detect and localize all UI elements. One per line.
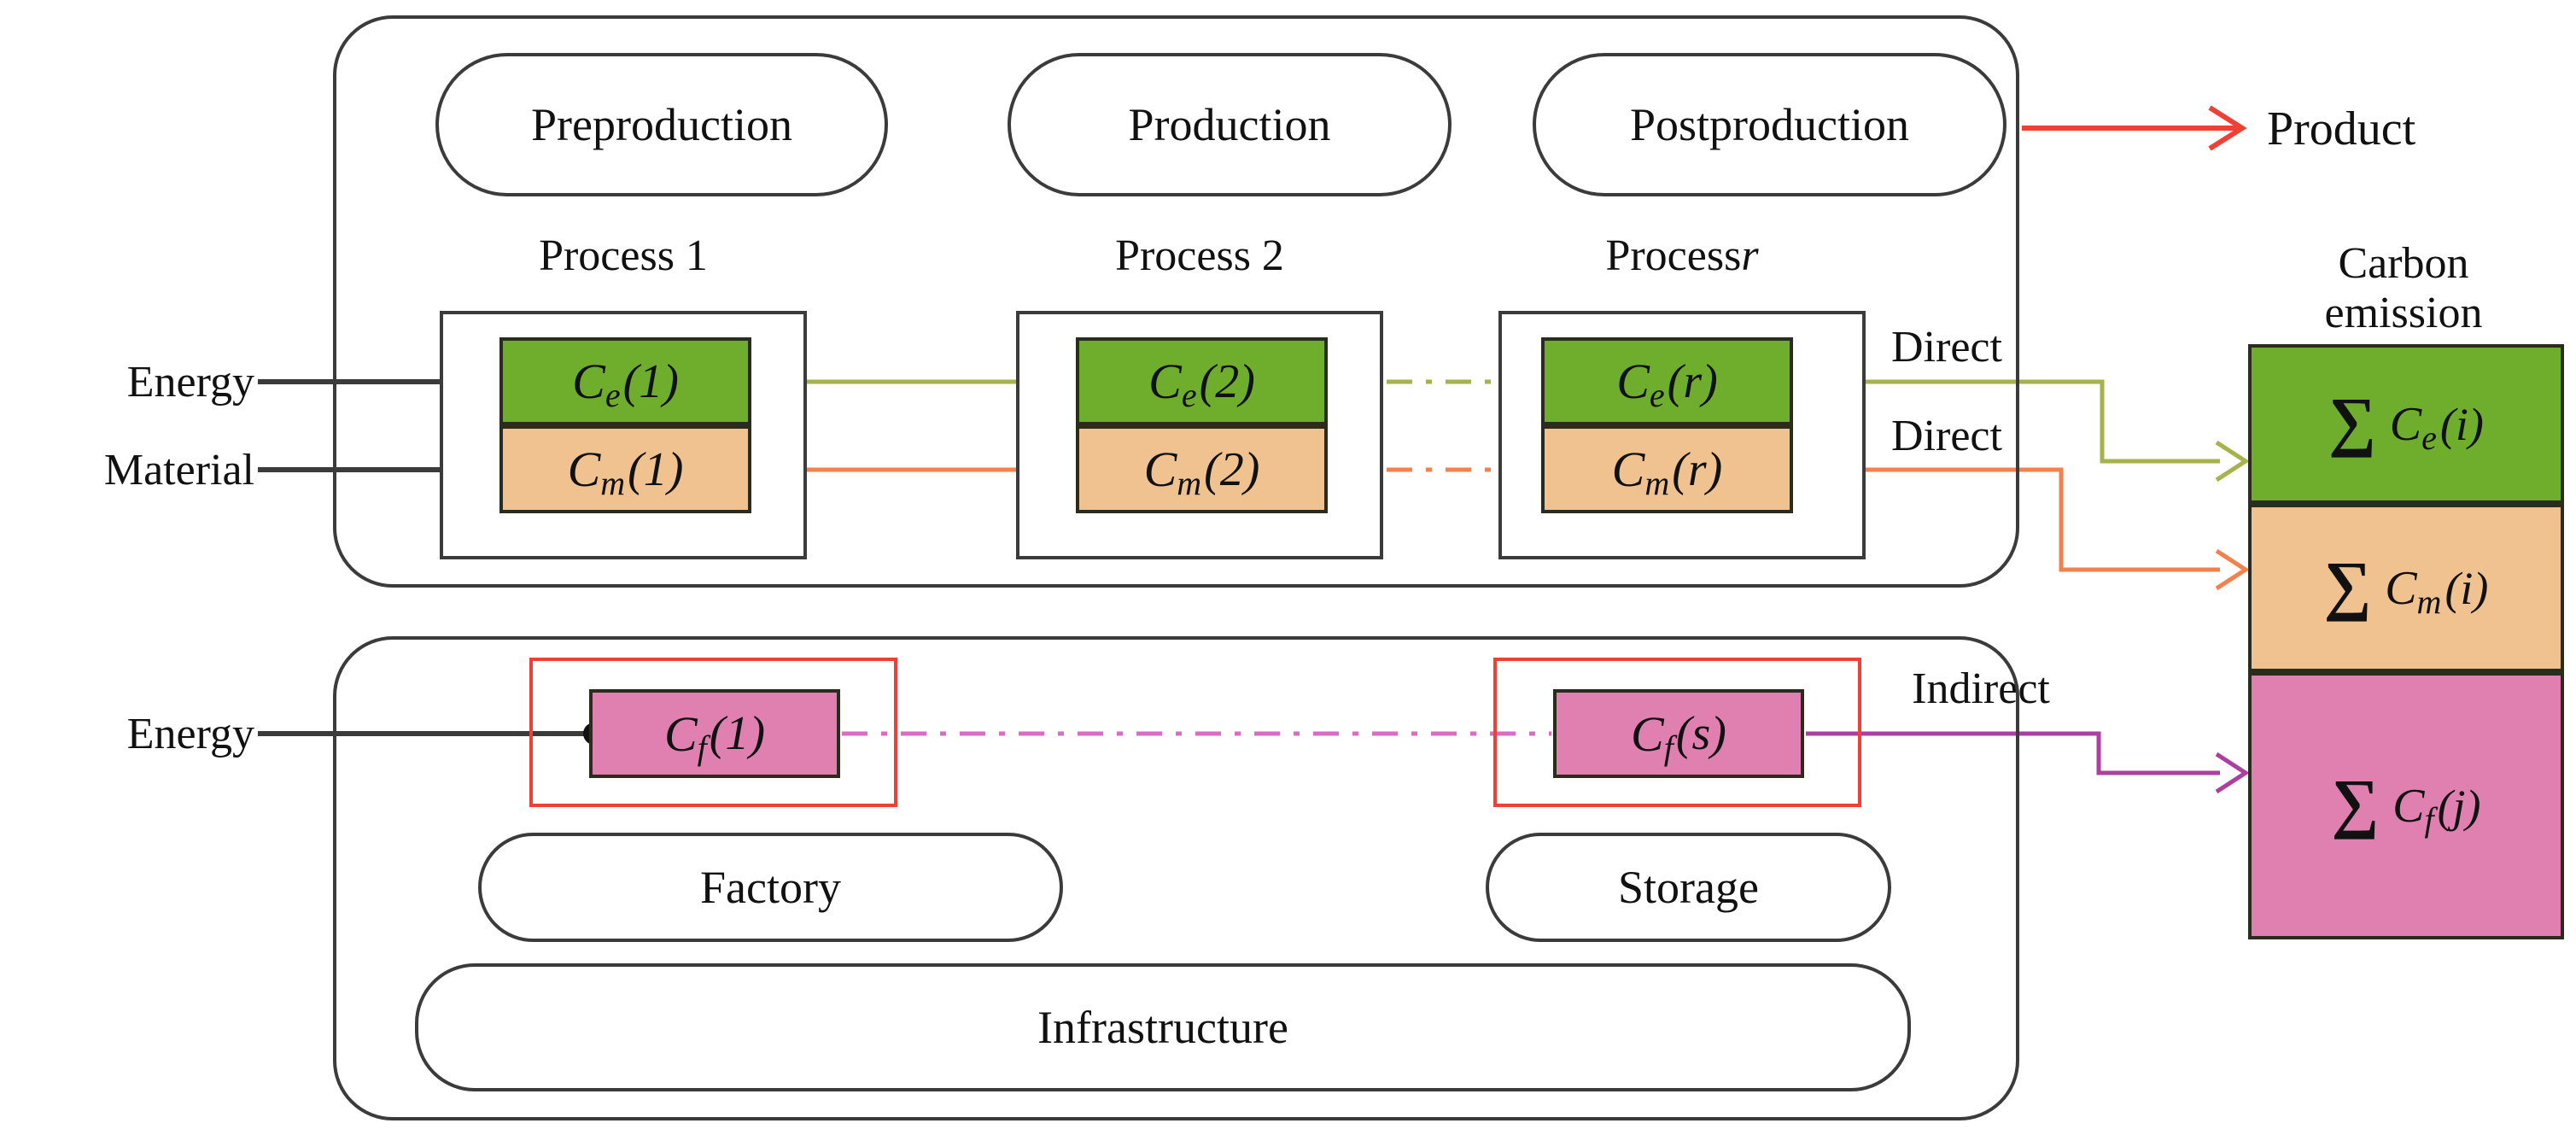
material-flow-arrowhead bbox=[2215, 548, 2250, 591]
stage-pill-production: Production bbox=[1008, 53, 1452, 196]
process-title-text: Process bbox=[1605, 231, 1742, 280]
indirect-flow-line bbox=[1806, 731, 2220, 775]
c-arg: (2) bbox=[1199, 354, 1255, 408]
material-label: Material bbox=[17, 444, 254, 495]
c-base: C bbox=[567, 442, 601, 497]
stage-label: Production bbox=[1128, 99, 1331, 150]
c-sub: m bbox=[2416, 582, 2442, 621]
c-sub: f bbox=[2424, 800, 2434, 839]
infrastructure-container bbox=[333, 636, 2019, 1120]
c-arg: (1) bbox=[622, 354, 679, 408]
carbon-emission-line2: emission bbox=[2324, 289, 2483, 337]
flow-label-text: Direct bbox=[1891, 322, 2002, 372]
c-arg: (j) bbox=[2437, 780, 2481, 832]
indirect-flow-arrowhead bbox=[2215, 752, 2250, 794]
c-base: C bbox=[1143, 442, 1177, 497]
stage-label: Postproduction bbox=[1629, 99, 1909, 150]
c-arg: (1) bbox=[709, 707, 766, 760]
infrastructure-pill: Infrastructure bbox=[415, 963, 1911, 1091]
c-arg: (2) bbox=[1204, 442, 1260, 496]
factory-pill: Factory bbox=[478, 833, 1063, 942]
c-arg: (i) bbox=[2445, 562, 2489, 614]
stage-label: Preproduction bbox=[531, 99, 792, 150]
process-title-text: Process 1 bbox=[539, 231, 708, 280]
product-label: Product bbox=[2267, 102, 2557, 155]
carbon-emission-line1: Carbon bbox=[2338, 239, 2469, 288]
storage-label: Storage bbox=[1618, 862, 1759, 913]
c-arg: (i) bbox=[2439, 398, 2484, 450]
direct-energy-label: Direct bbox=[1831, 322, 2062, 372]
c-sub: e bbox=[2421, 418, 2437, 457]
input-label-text: Energy bbox=[126, 357, 254, 407]
c-sub: m bbox=[1644, 464, 1670, 502]
c-base: C bbox=[663, 705, 698, 762]
c-arg: (1) bbox=[628, 442, 684, 496]
carbon-emission-title: Carbon emission bbox=[2241, 237, 2566, 340]
energy-top-label: Energy bbox=[17, 356, 254, 407]
c-base: C bbox=[1631, 705, 1664, 762]
process-title-2: Process 2 bbox=[1029, 229, 1370, 282]
c-arg: (r) bbox=[1667, 354, 1718, 408]
material-flow-direct bbox=[1793, 467, 2220, 572]
c-sub: e bbox=[1181, 376, 1197, 414]
energy-bottom-label: Energy bbox=[17, 708, 254, 759]
process-title-text: Process 2 bbox=[1115, 231, 1284, 280]
direct-material-label: Direct bbox=[1831, 411, 2062, 460]
c-base: C bbox=[1148, 354, 1182, 409]
sigma-symbol: ∑ bbox=[2328, 383, 2376, 458]
energy-flow-arrowhead bbox=[2215, 440, 2250, 483]
c-sub: m bbox=[1177, 464, 1202, 502]
c-arg: (r) bbox=[1672, 442, 1723, 496]
input-label-text: Material bbox=[103, 445, 254, 494]
lifecycle-container bbox=[333, 15, 2019, 588]
c-sub: m bbox=[600, 464, 626, 502]
c-sub: f bbox=[1663, 728, 1674, 767]
sigma-symbol: ∑ bbox=[2323, 547, 2372, 622]
facility-frame-1 bbox=[529, 658, 897, 807]
c-sub: e bbox=[605, 376, 621, 414]
storage-pill: Storage bbox=[1486, 833, 1891, 942]
input-label-text: Energy bbox=[126, 709, 254, 758]
energy-flow-direct bbox=[1793, 379, 2220, 464]
c-base: C bbox=[1611, 442, 1645, 497]
c-base: C bbox=[572, 354, 605, 409]
c-base: C bbox=[2389, 397, 2422, 451]
factory-label: Factory bbox=[700, 862, 841, 913]
c-base: C bbox=[2392, 779, 2425, 833]
stage-pill-postproduction: Postproduction bbox=[1533, 53, 2006, 196]
c-base: C bbox=[2385, 561, 2417, 615]
flow-label-text: Direct bbox=[1891, 411, 2002, 460]
c-arg: (s) bbox=[1675, 707, 1726, 760]
product-arrowhead bbox=[2208, 105, 2247, 151]
process-title-1: Process 1 bbox=[453, 229, 794, 282]
sigma-symbol: ∑ bbox=[2331, 764, 2380, 840]
c-sub: f bbox=[697, 728, 707, 767]
stage-pill-preproduction: Preproduction bbox=[435, 53, 888, 196]
product-label-text: Product bbox=[2267, 102, 2416, 155]
process-title-index: r bbox=[1741, 231, 1759, 280]
c-base: C bbox=[1616, 354, 1650, 409]
infrastructure-label: Infrastructure bbox=[1037, 1002, 1288, 1053]
c-sub: e bbox=[1649, 376, 1665, 414]
facility-frame-s bbox=[1493, 658, 1861, 807]
process-title-r: Process r bbox=[1511, 229, 1853, 282]
